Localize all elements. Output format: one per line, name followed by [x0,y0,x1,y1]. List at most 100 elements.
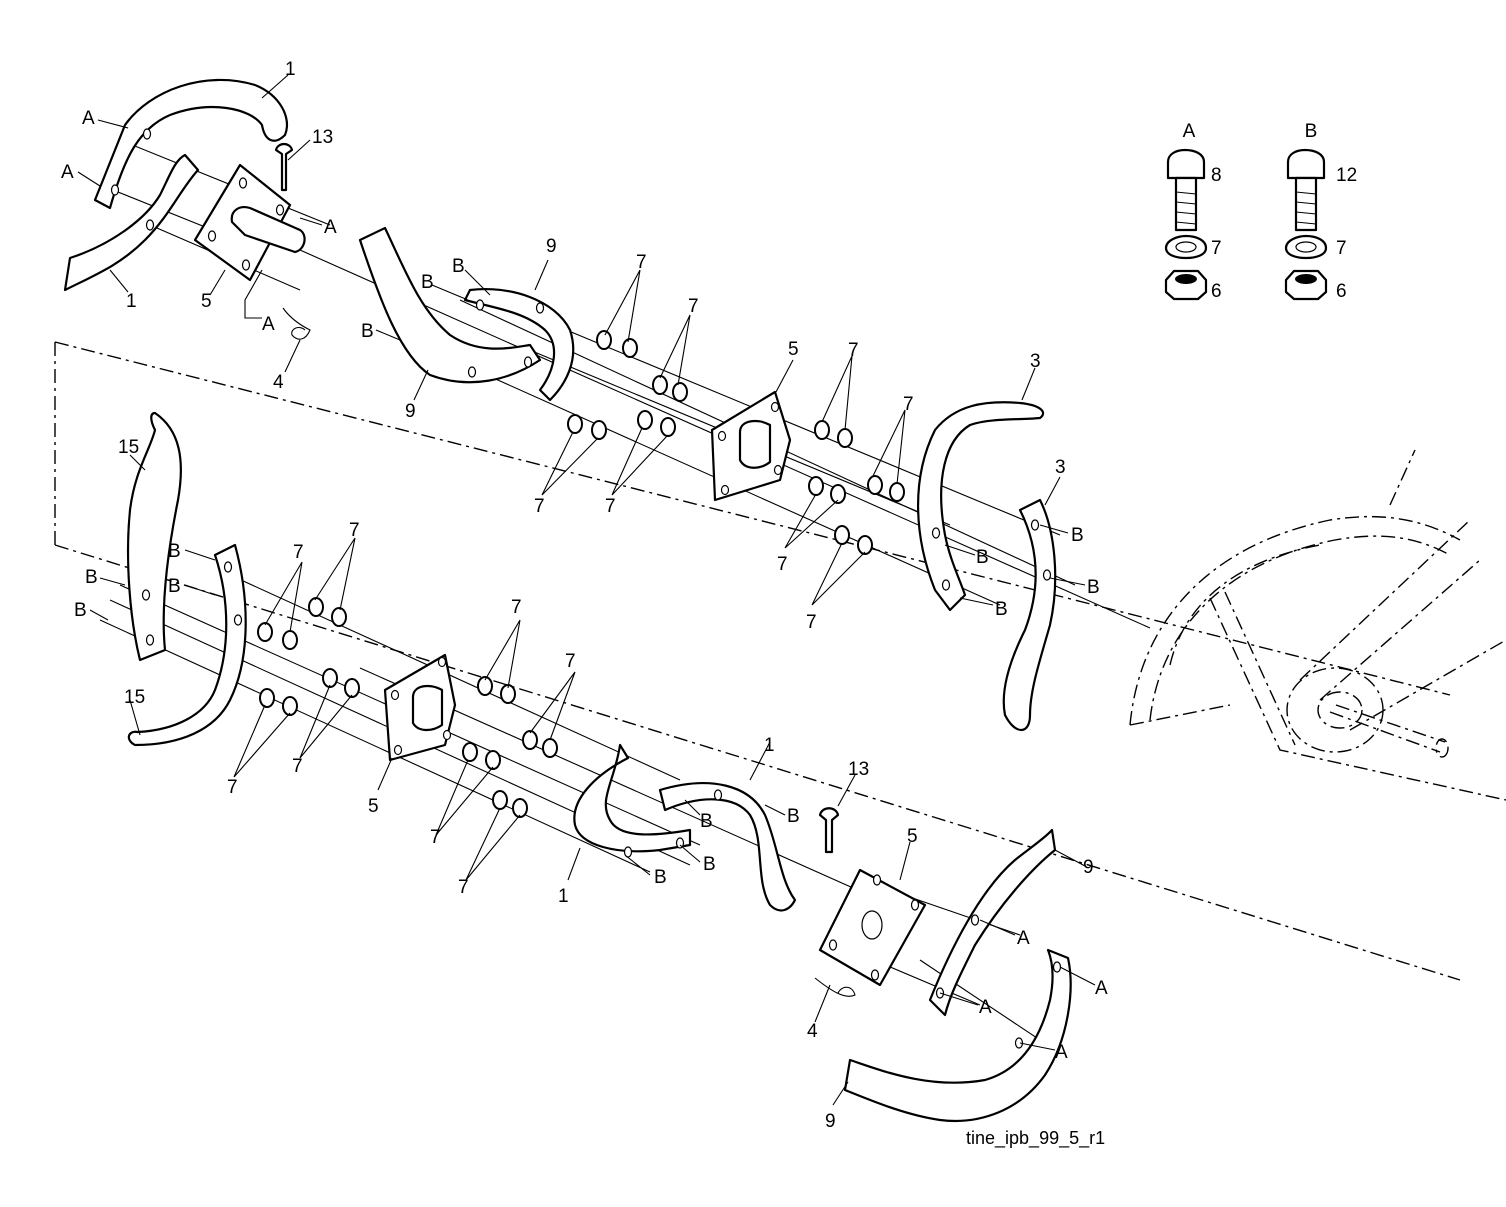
lower-left-tines [126,411,247,747]
leader-lines [77,74,1096,1106]
callout: B [361,321,374,342]
kit-a: A 8 7 6 [1164,121,1222,302]
callout: 1 [126,291,137,312]
callout: 15 [118,437,139,458]
kit-a-washer-label: 7 [1211,238,1222,259]
tine-3-a [917,401,1045,612]
callout: 4 [807,1021,818,1042]
tine-3-b [1002,498,1057,732]
callout: 9 [405,401,416,422]
callout: 4 [273,372,284,393]
callouts: 1 1 13 A A A A 5 4 9 B B B 9 7 7 7 7 5 7… [61,59,1108,1132]
shaft-pin-upper [230,206,306,254]
callout: A [82,108,95,129]
tine-1-upper [93,78,289,210]
callout: B [787,806,800,827]
callout: B [168,576,181,597]
callout: 5 [368,796,379,817]
tine-9-upper-a [358,226,542,384]
hairpin-4-upper [282,307,311,340]
callout: A [1055,1042,1068,1063]
tiller-housing [1129,449,1506,801]
upper-middle-tines [358,226,575,402]
callout: B [1087,577,1100,598]
callout: 13 [312,127,333,148]
callout: B [1071,525,1084,546]
callout: 1 [285,59,296,80]
tine-9-lower-a [928,828,1057,1017]
tine-15-b [127,543,247,747]
callout: B [654,867,667,888]
callout: 7 [565,651,576,672]
callout: 9 [546,236,557,257]
callout: 7 [227,777,238,798]
clevis-pin-13-lower [818,807,840,854]
figure-caption: tine_ipb_99_5_r1 [966,1128,1105,1149]
callout: 7 [806,612,817,633]
callout: B [168,541,181,562]
upper-right-tines [917,401,1057,732]
callout: 3 [1055,457,1066,478]
callout: 15 [124,687,145,708]
tine-9-lower-b [843,948,1072,1122]
callout: A [1095,978,1108,999]
callout: A [1017,928,1030,949]
bolt-12-icon [1286,148,1326,180]
callout: B [74,600,87,621]
callout: B [421,272,434,293]
callout: B [995,599,1008,620]
callout: B [452,256,465,277]
callout: 3 [1030,351,1041,372]
callout: A [324,217,337,238]
kit-a-title: A [1183,121,1196,142]
callout: 7 [688,296,699,317]
tine-1-lower-b [658,782,797,912]
callout: 7 [511,597,522,618]
callout: 9 [825,1111,836,1132]
tine-1-lower-a [573,743,692,853]
lower-middle-tines [573,743,927,997]
hardware-legend: A 8 7 6 B 12 7 [1164,121,1357,302]
callout: 7 [903,394,914,415]
tine-1-lower [63,153,200,292]
callout: 1 [558,886,569,907]
callout: A [61,162,74,183]
callout: B [976,547,989,568]
callout: B [700,811,713,832]
callout: B [85,567,98,588]
callout: 7 [636,252,647,273]
frame-outline [54,341,1461,981]
callout: 7 [848,340,859,361]
tine-9-upper-b [463,288,575,402]
kit-b: B 12 7 6 [1284,121,1357,302]
callout: 7 [777,554,788,575]
callout: 13 [848,759,869,780]
callout: 7 [349,520,360,541]
hub-plate-5-upper [710,390,792,502]
kit-a-nut-label: 6 [1211,281,1222,302]
bolt-8-icon [1166,148,1206,180]
kit-b-nut-label: 6 [1336,281,1347,302]
callout: 9 [1083,857,1094,878]
kit-b-washer-label: 7 [1336,238,1347,259]
callout: 1 [764,735,775,756]
callout: A [979,997,992,1018]
callout: B [703,854,716,875]
kit-b-bolt-label: 12 [1336,165,1357,186]
callout: 7 [293,542,304,563]
hub-plate-5-lower [383,653,457,762]
callout: 7 [534,496,545,517]
tine-15-a [126,411,182,662]
upper-left-tines [63,78,311,340]
callout: 7 [605,496,616,517]
callout: 5 [788,339,799,360]
callout: 5 [907,826,918,847]
kit-b-title: B [1305,121,1318,142]
callout: 5 [201,291,212,312]
clevis-pin-13-upper [274,142,294,192]
callout: 7 [292,756,303,777]
callout: A [262,314,275,335]
callout: 7 [430,827,441,848]
lock-washers [257,330,905,818]
